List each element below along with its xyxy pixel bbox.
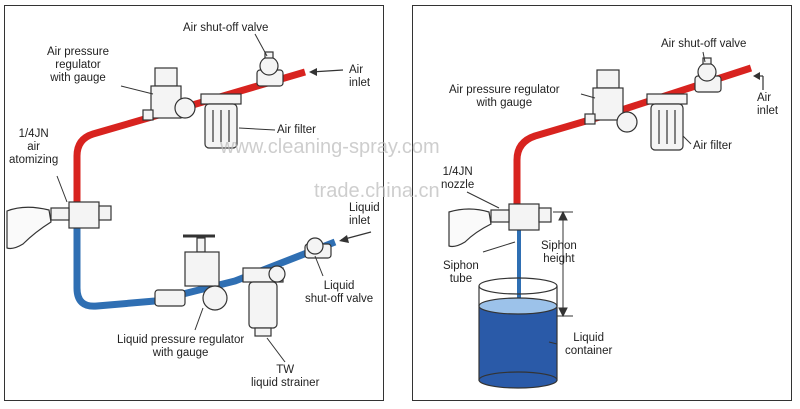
air-shutoff-valve-label: Air shut-off valve — [183, 22, 269, 34]
nozzle-label-line1: 1/4JN — [18, 128, 49, 140]
nozzle-label: 1/4JN air atomizing — [9, 128, 58, 167]
liquid-shutoff-valve-icon — [304, 237, 332, 259]
hand-icon — [6, 206, 52, 250]
liquid-strainer-icon — [242, 265, 286, 337]
liquid-shutoff-valve-label-line1: Liquid — [323, 280, 355, 292]
air-inlet-label-line1: Air — [757, 92, 772, 104]
pressure-feed-drawing — [6, 33, 372, 363]
liquid-regulator-label-line2: with gauge — [152, 347, 209, 359]
air-line — [73, 68, 306, 206]
siphon-height-label: Siphon height — [541, 240, 577, 266]
air-regulator-label-line3: with gauge — [50, 72, 106, 84]
nozzle-label-line1: 1/4JN — [442, 166, 473, 178]
liquid-line — [73, 224, 337, 310]
nozzle-icon — [490, 203, 552, 231]
air-regulator-icon — [584, 69, 638, 133]
air-regulator-label: Air pressure regulator with gauge — [47, 46, 109, 85]
air-regulator-label-line2: with gauge — [476, 97, 533, 109]
nozzle-label-line2: air — [27, 141, 40, 153]
leader-lines — [56, 33, 324, 363]
liquid-container-label: Liquid container — [565, 332, 612, 358]
siphon-tube-label: Siphon tube — [443, 260, 479, 286]
site-watermark: www.cleaning-spray.com — [220, 136, 440, 158]
liquid-strainer-label: TW liquid strainer — [251, 364, 319, 390]
liquid-shutoff-valve-label-line2: shut-off valve — [305, 293, 374, 305]
air-inlet-label-line2: inlet — [757, 105, 779, 117]
liquid-regulator-icon — [154, 234, 228, 311]
hand-icon — [448, 208, 492, 248]
nozzle-icon — [50, 201, 112, 229]
leader-lines — [466, 51, 706, 345]
liquid-inlet-arrow — [339, 231, 372, 243]
air-filter-label: Air filter — [693, 140, 732, 152]
siphon-feed-drawing — [448, 51, 764, 389]
liquid-container-label-line2: container — [565, 345, 613, 357]
liquid-container-icon — [478, 277, 558, 389]
liquid-inlet-label: Liquid inlet — [349, 202, 380, 228]
siphon-height-label-line1: Siphon — [541, 240, 577, 252]
air-filter-icon — [200, 93, 242, 149]
siphon-height-label-line2: height — [543, 253, 575, 265]
siphon-tube-label-line1: Siphon — [443, 260, 479, 272]
air-regulator-icon — [142, 67, 196, 121]
air-regulator-label-line2: regulator — [55, 59, 101, 71]
nozzle-label: 1/4JN nozzle — [441, 166, 474, 192]
liquid-shutoff-valve-label: Liquid shut-off valve — [305, 280, 373, 306]
air-regulator-label: Air pressure regulator with gauge — [449, 84, 560, 110]
air-inlet-arrow — [309, 68, 344, 76]
air-shutoff-valve-icon — [694, 57, 722, 93]
air-filter-icon — [646, 93, 688, 151]
liquid-regulator-label-line1: Liquid pressure regulator — [117, 334, 245, 346]
liquid-strainer-label-line2: liquid strainer — [251, 377, 320, 389]
air-shutoff-valve-label: Air shut-off valve — [661, 38, 747, 50]
air-inlet-label-line2: inlet — [349, 77, 371, 89]
air-regulator-label-line1: Air pressure — [47, 46, 109, 58]
pressure-feed-diagram: Air shut-off valve Air pressure regulato… — [4, 5, 384, 401]
siphon-feed-diagram: Air shut-off valve Air pressure regulato… — [412, 5, 792, 401]
siphon-tube-label-line2: tube — [449, 273, 473, 285]
air-inlet-label: Air inlet — [757, 92, 778, 118]
air-shutoff-valve-icon — [256, 51, 284, 87]
liquid-inlet-label-line2: inlet — [349, 215, 371, 227]
liquid-strainer-label-line1: TW — [276, 364, 295, 376]
air-inlet-label-line1: Air — [349, 64, 364, 76]
liquid-inlet-label-line1: Liquid — [349, 202, 380, 214]
air-line — [513, 64, 753, 206]
air-regulator-label-line1: Air pressure regulator — [449, 84, 560, 96]
air-inlet-label: Air inlet — [349, 64, 370, 90]
nozzle-label-line2: nozzle — [441, 179, 475, 191]
liquid-container-label-line1: Liquid — [573, 332, 604, 344]
nozzle-label-line3: atomizing — [9, 154, 59, 166]
trade-watermark: trade.china.cn — [314, 180, 440, 202]
siphon-height-dimension — [553, 210, 573, 318]
liquid-regulator-label: Liquid pressure regulator with gauge — [117, 334, 244, 360]
air-inlet-arrow — [753, 72, 764, 90]
air-filter-label: Air filter — [277, 124, 316, 136]
